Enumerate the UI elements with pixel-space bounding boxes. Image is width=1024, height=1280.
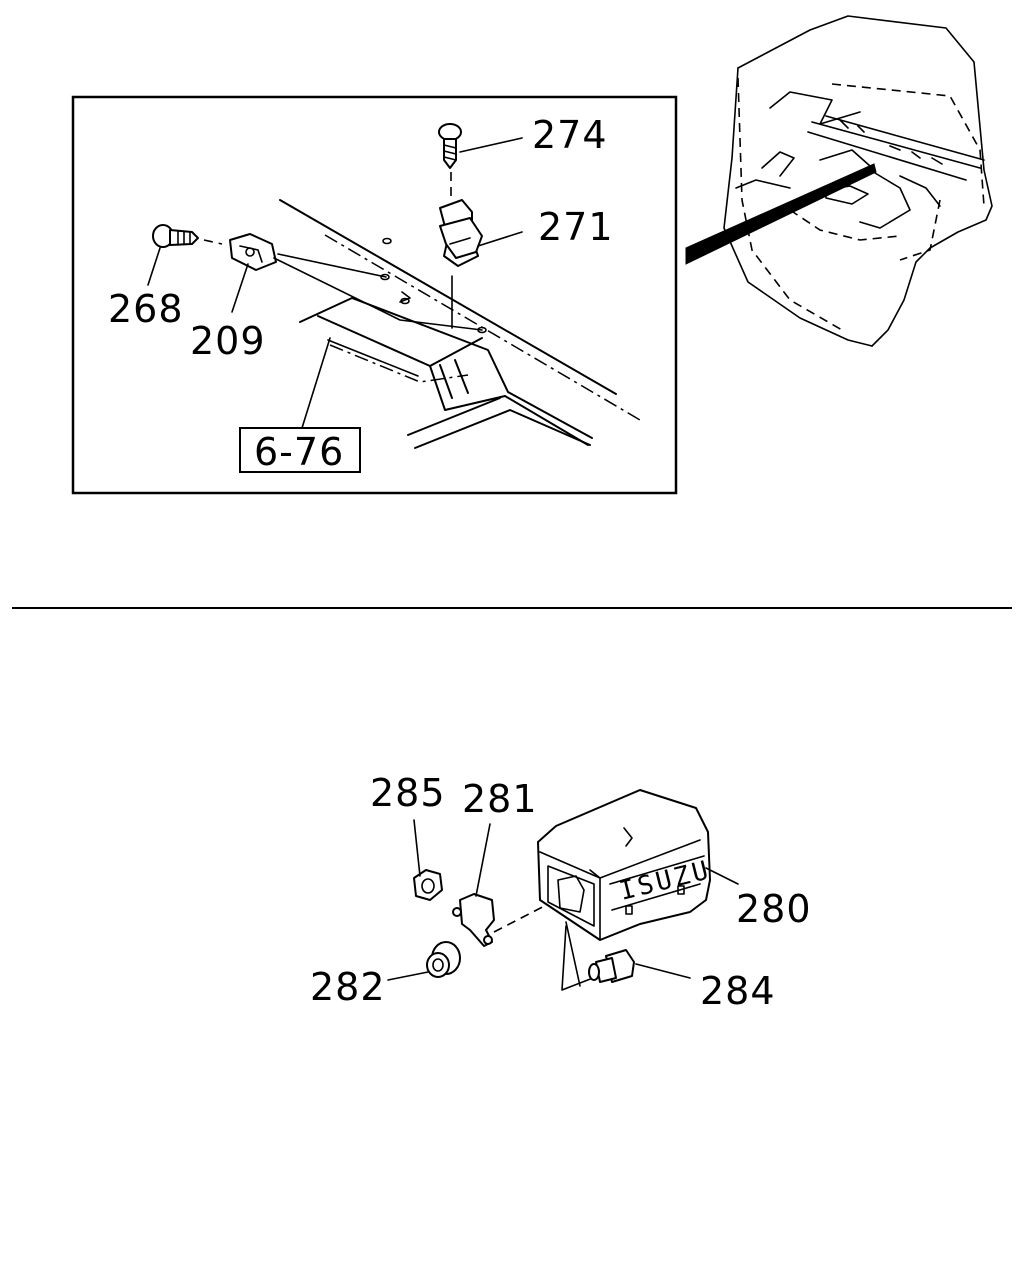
bracket-281-part bbox=[452, 823, 495, 947]
detail-leaders bbox=[147, 137, 523, 429]
callout-285: 285 bbox=[370, 771, 446, 815]
callout-209: 209 bbox=[190, 319, 266, 363]
detail-view: 274 271 268 209 6-76 bbox=[71, 95, 678, 495]
callout-271: 271 bbox=[538, 205, 614, 249]
callout-pointer-band bbox=[685, 163, 877, 265]
screw-268-part bbox=[152, 224, 223, 248]
screw-274-part bbox=[438, 123, 462, 200]
callout-280: 280 bbox=[736, 887, 812, 931]
clip-271-part bbox=[439, 199, 483, 329]
horn-280-part: ISUZU bbox=[537, 789, 739, 991]
reference-box bbox=[239, 427, 361, 473]
callout-284: 284 bbox=[700, 969, 776, 1013]
horn-assembly-view: ISUZU 285 281 280 282 284 bbox=[310, 771, 812, 1013]
callout-268: 268 bbox=[108, 287, 184, 331]
panel-surface bbox=[279, 199, 641, 449]
callout-281: 281 bbox=[462, 777, 538, 821]
callout-274: 274 bbox=[532, 113, 608, 157]
connector-284-part bbox=[588, 949, 691, 983]
truck-cab-view bbox=[685, 15, 993, 347]
detail-frame bbox=[71, 95, 678, 495]
nut-285-part bbox=[413, 819, 443, 901]
nut-282-part bbox=[387, 941, 461, 981]
clip-nut-209-part bbox=[229, 233, 483, 331]
callout-282: 282 bbox=[310, 965, 386, 1009]
reference-callout: 6-76 bbox=[254, 430, 344, 474]
